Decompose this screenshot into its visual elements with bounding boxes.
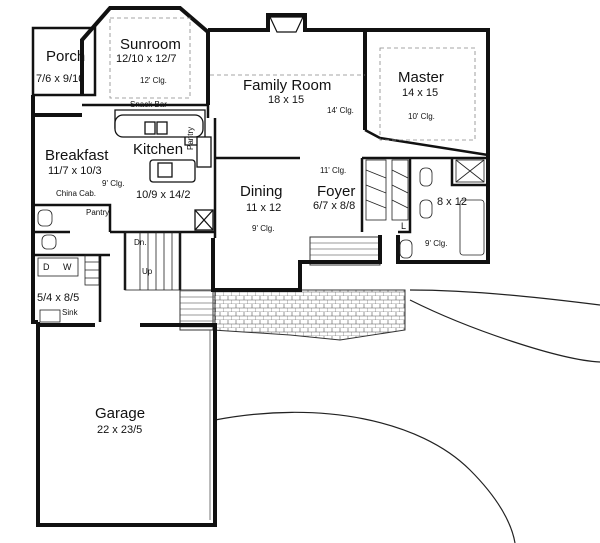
dryer-label: D xyxy=(43,262,50,272)
foyer-name: Foyer xyxy=(317,183,356,200)
snack-bar-label: Snack Bar xyxy=(130,100,167,109)
porch-dims: 7/6 x 9/10 xyxy=(36,73,85,85)
pantry-label: Pantry xyxy=(86,208,110,217)
foyer-dims: 6/7 x 8/8 xyxy=(313,200,356,212)
washer-label: W xyxy=(63,262,72,272)
family-room-ceiling: 14' Clg. xyxy=(327,106,354,115)
sink-label: Sink xyxy=(62,308,78,317)
china-cabinet-label: China Cab. xyxy=(56,189,97,198)
linen-label: L xyxy=(401,221,407,231)
kitchen-name: Kitchen xyxy=(133,141,184,158)
ceiling-lines xyxy=(109,17,476,141)
master-ceiling: 10' Clg. xyxy=(408,112,435,121)
driveway xyxy=(214,289,600,543)
breakfast-dims: 11/7 x 10/3 xyxy=(48,165,102,177)
breakfast-ceiling: 9' Clg. xyxy=(102,179,125,188)
garage-name: Garage xyxy=(95,405,146,422)
stairs xyxy=(124,231,181,291)
dining-dims: 11 x 12 xyxy=(246,202,282,214)
stair-down-label: Dn. xyxy=(134,238,147,247)
dining-name: Dining xyxy=(240,183,283,200)
foyer-ceiling: 11' Clg. xyxy=(320,166,347,175)
master-dims: 14 x 15 xyxy=(402,87,439,99)
family-room-dims: 18 x 15 xyxy=(268,94,305,106)
stair-up-label: Up xyxy=(142,267,153,276)
breakfast-name: Breakfast xyxy=(45,147,109,164)
front-walkway xyxy=(179,236,406,341)
dining-ceiling: 9' Clg. xyxy=(252,224,275,233)
kitchen-dims: 10/9 x 14/2 xyxy=(136,189,191,201)
porch-name: Porch xyxy=(46,48,86,65)
laundry-dims: 5/4 x 8/5 xyxy=(37,292,80,304)
fireplace xyxy=(269,16,304,33)
kitchen-counters xyxy=(114,109,214,231)
exterior-walls xyxy=(31,6,490,527)
master-name: Master xyxy=(398,69,444,86)
sunroom-ceiling: 12' Clg. xyxy=(140,76,167,85)
sunroom-dims: 12/10 x 12/7 xyxy=(116,53,177,65)
bath-dims: 8 x 12 xyxy=(437,196,467,208)
closets xyxy=(37,159,485,323)
garage-dims: 22 x 23/5 xyxy=(97,424,143,436)
sunroom-name: Sunroom xyxy=(120,36,181,53)
pantry-vertical-label: Pantry xyxy=(186,126,195,150)
bath-ceiling: 9' Clg. xyxy=(425,239,448,248)
family-room-name: Family Room xyxy=(243,77,332,94)
